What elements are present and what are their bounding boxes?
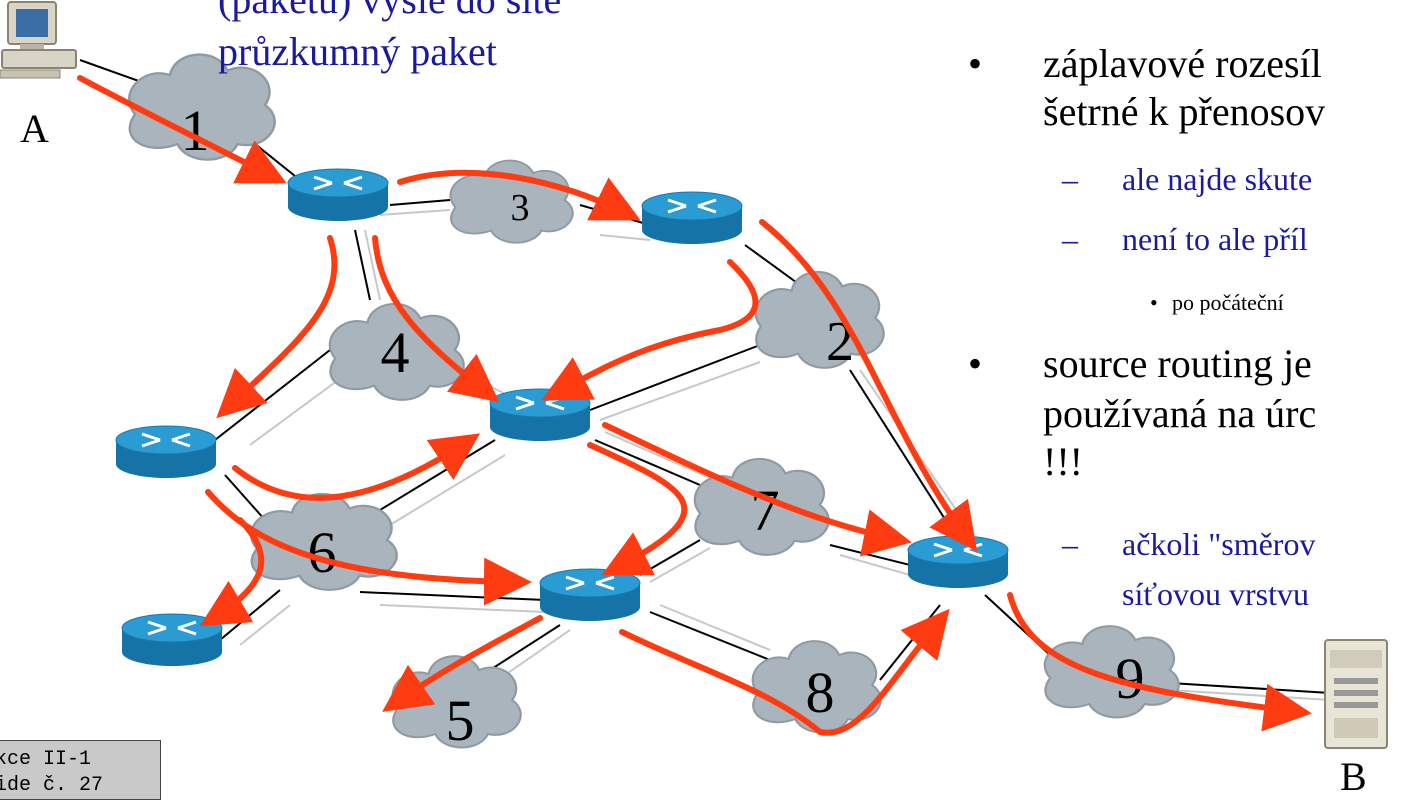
- cloud-3-label: 3: [511, 187, 530, 229]
- bullet-text: používaná na úrc: [1043, 391, 1317, 436]
- cloud-8-label: 8: [806, 660, 835, 725]
- bullet-marker: •: [968, 341, 983, 386]
- cloud-7: 7: [693, 457, 830, 557]
- bullet-text: !!!: [1043, 439, 1083, 484]
- slide-footer: kce II-1 ide č. 27: [0, 740, 161, 800]
- bullet-marker: •: [968, 41, 983, 86]
- cloud-5-label: 5: [446, 688, 475, 753]
- host-a-label: A: [20, 106, 49, 151]
- sub-bullet-text: ale najde skute: [1122, 161, 1313, 197]
- cloud-9: 9: [1043, 625, 1180, 719]
- footer-line-2: ide č. 27: [0, 774, 104, 797]
- computer-icon: [0, 1, 77, 79]
- footer-line-1: kce II-1: [0, 748, 92, 771]
- cloud-6-label: 6: [308, 520, 337, 585]
- cloud-7-label: 7: [751, 478, 780, 543]
- bullet-text: source routing je: [1043, 341, 1312, 386]
- router-icon: [120, 612, 224, 668]
- cloud-8: 8: [751, 640, 882, 734]
- cloud-3: 3: [449, 159, 574, 244]
- cloud-5: 5: [391, 655, 522, 753]
- bullet-text: záplavové rozesíl: [1043, 41, 1322, 86]
- cloud-2: 2: [754, 270, 885, 373]
- host-b-label: B: [1340, 754, 1367, 794]
- sub-bullet-text: síťovou vrstvu: [1122, 576, 1310, 612]
- router-icon: [538, 567, 642, 623]
- caption-line-1: (paketu) vyšle do sítě: [218, 0, 561, 22]
- router-icon: [114, 424, 218, 480]
- sub-bullet-text: ačkoli "směrov: [1122, 526, 1316, 562]
- cloud-6: 6: [249, 492, 398, 592]
- cloud-4-label: 4: [381, 320, 410, 385]
- bullet-text: šetrné k přenosov: [1043, 89, 1326, 134]
- router-icon: [906, 534, 1010, 590]
- flood-paths: [77, 75, 1312, 736]
- sub-bullet-marker: –: [1062, 221, 1078, 257]
- caption-line-2: průzkumný paket: [218, 29, 497, 74]
- cloud-4: 4: [328, 302, 465, 402]
- router-icon: [286, 167, 390, 223]
- subsub-bullet-marker: •: [1150, 290, 1158, 315]
- sub-bullet-marker: –: [1062, 526, 1078, 562]
- router-icon: [640, 190, 744, 246]
- router-icon: [488, 387, 592, 443]
- sub-bullet-marker: –: [1062, 161, 1078, 197]
- sub-bullet-text: není to ale příl: [1122, 221, 1308, 257]
- server-icon: [1324, 639, 1388, 749]
- subsub-bullet-text: po počáteční: [1172, 290, 1284, 315]
- cloud-2-label: 2: [826, 311, 854, 373]
